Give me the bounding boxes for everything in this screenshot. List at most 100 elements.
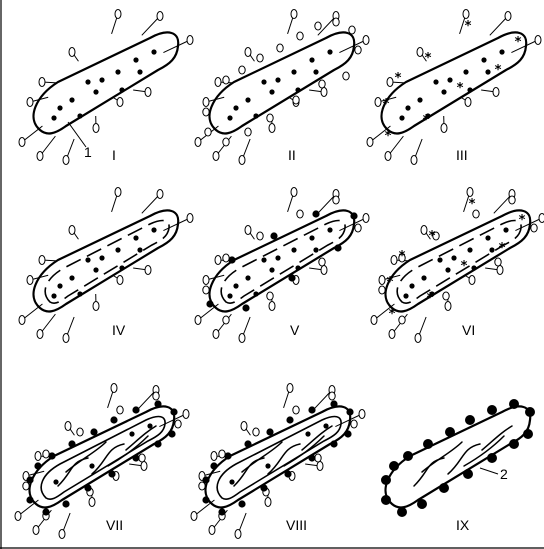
flagellum-tip bbox=[187, 214, 193, 223]
flagellum-tip bbox=[375, 98, 381, 107]
cell-panel-iii: ********* bbox=[367, 10, 541, 165]
asterisk-marker: * bbox=[423, 113, 430, 128]
granule bbox=[77, 291, 82, 296]
surface-particle bbox=[399, 316, 405, 324]
granule bbox=[93, 89, 98, 94]
granule bbox=[69, 275, 74, 280]
granule bbox=[69, 97, 74, 102]
flagellum-tip bbox=[215, 256, 221, 265]
cell-panel-i bbox=[19, 10, 193, 165]
granule bbox=[309, 57, 314, 62]
granule bbox=[137, 247, 142, 252]
flagellum-tip bbox=[371, 316, 377, 325]
granule bbox=[151, 49, 156, 54]
asterisk-marker: * bbox=[385, 129, 392, 144]
asterisk-marker: * bbox=[427, 291, 434, 306]
granule bbox=[245, 275, 250, 280]
granule bbox=[499, 49, 504, 54]
granule bbox=[99, 77, 104, 82]
cell-wall bbox=[30, 406, 175, 507]
surface-dot bbox=[110, 416, 117, 423]
flagellum-tip bbox=[19, 138, 25, 147]
panel-label-vi: VI bbox=[462, 322, 475, 338]
surface-particle bbox=[203, 286, 209, 294]
flagellum-tip bbox=[111, 384, 117, 393]
flagellum-tip bbox=[465, 98, 471, 107]
granule bbox=[327, 227, 332, 232]
cell-panel-iv bbox=[19, 188, 193, 343]
flagellum-tip bbox=[269, 124, 275, 133]
granule bbox=[433, 79, 438, 84]
flagellum-tip bbox=[441, 124, 447, 133]
granule bbox=[253, 291, 258, 296]
surface-dot bbox=[312, 210, 319, 217]
asterisk-marker: * bbox=[461, 259, 468, 274]
surface-particle bbox=[315, 454, 321, 462]
granule bbox=[471, 265, 476, 270]
flagellum-tip bbox=[241, 422, 247, 431]
panel-label-ii: II bbox=[288, 147, 296, 163]
surface-particle bbox=[333, 196, 339, 204]
cell-wall bbox=[386, 406, 531, 507]
surface-dot bbox=[487, 405, 497, 415]
granule bbox=[233, 105, 238, 110]
cell-panel-ii bbox=[195, 10, 369, 165]
inner-membrane bbox=[397, 221, 521, 304]
flagellum-tip bbox=[321, 88, 327, 97]
cell-panel-viii bbox=[191, 384, 365, 539]
surface-particle bbox=[219, 450, 225, 458]
callout-2: 2 bbox=[500, 466, 508, 482]
surface-particle bbox=[531, 224, 537, 232]
asterisk-marker: * bbox=[519, 213, 526, 228]
flagellum-tip bbox=[209, 526, 215, 535]
flagellum-tip bbox=[203, 276, 209, 285]
granule bbox=[227, 293, 232, 298]
flagellum-tip bbox=[141, 462, 147, 471]
granule bbox=[447, 77, 452, 82]
granule bbox=[399, 115, 404, 120]
panel-label-i: I bbox=[112, 147, 116, 163]
granule bbox=[467, 87, 472, 92]
granule bbox=[85, 257, 90, 262]
asterisk-marker: * bbox=[465, 19, 472, 34]
flagellum-tip bbox=[27, 276, 33, 285]
flagellum-tip bbox=[187, 36, 193, 45]
granule bbox=[261, 79, 266, 84]
asterisk-marker: * bbox=[499, 241, 506, 256]
surface-particle bbox=[355, 224, 361, 232]
flagellum-tip bbox=[359, 410, 365, 419]
surface-dot bbox=[465, 415, 475, 425]
granule bbox=[89, 463, 94, 468]
surface-particle bbox=[223, 316, 229, 324]
granule bbox=[253, 113, 258, 118]
flagellum-tip bbox=[291, 10, 297, 19]
granule bbox=[245, 97, 250, 102]
asterisk-marker: * bbox=[515, 35, 522, 50]
panel-label-vii: VII bbox=[106, 517, 123, 533]
callout-leader-2 bbox=[480, 468, 498, 474]
granule bbox=[99, 255, 104, 260]
flagellum-tip bbox=[37, 152, 43, 161]
surface-particle bbox=[329, 392, 335, 400]
granule bbox=[77, 113, 82, 118]
surface-particle bbox=[509, 196, 515, 204]
granule bbox=[147, 423, 152, 428]
surface-particle bbox=[355, 46, 361, 54]
flagellum-tip bbox=[497, 266, 503, 275]
asterisk-marker: * bbox=[469, 197, 476, 212]
granule bbox=[313, 247, 318, 252]
cell-panel-vi: ********* bbox=[371, 188, 544, 343]
flagellum-tip bbox=[115, 188, 121, 197]
granule bbox=[409, 283, 414, 288]
surface-particle bbox=[153, 392, 159, 400]
surface-particle bbox=[253, 428, 259, 436]
asterisk-marker: * bbox=[383, 97, 390, 112]
surface-dot bbox=[242, 304, 249, 311]
flagellum-tip bbox=[321, 266, 327, 275]
flagellum-tip bbox=[535, 36, 541, 45]
flagellum-tip bbox=[145, 88, 151, 97]
flagellum-tip bbox=[245, 48, 251, 57]
granule bbox=[269, 89, 274, 94]
surface-particle bbox=[293, 96, 299, 104]
granule bbox=[489, 247, 494, 252]
